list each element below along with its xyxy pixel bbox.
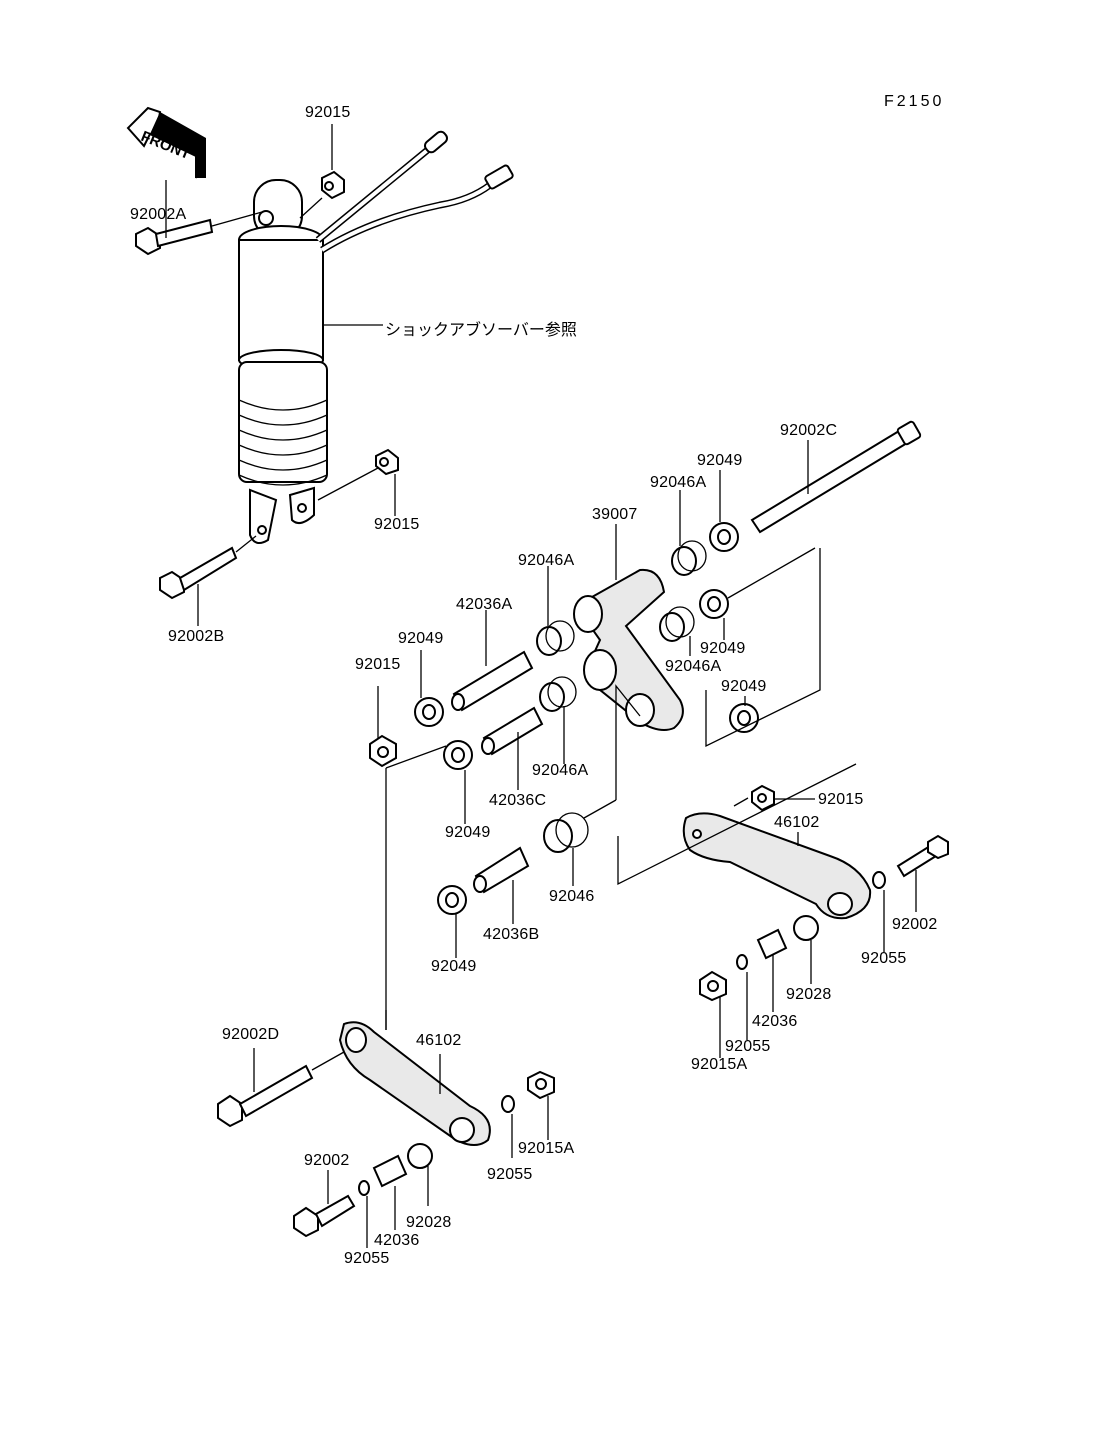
label-92002: 92002 — [304, 1152, 350, 1169]
label-46102: 46102 — [416, 1032, 462, 1049]
tie-rod-46102-upper — [682, 784, 949, 1058]
label-42036: 42036 — [374, 1232, 420, 1249]
label-92028: 92028 — [406, 1214, 452, 1231]
leader-lines — [385, 548, 857, 1030]
label-92055: 92055 — [861, 950, 907, 967]
label-92015: 92015 — [374, 516, 420, 533]
label-92049: 92049 — [431, 958, 477, 975]
collars — [451, 610, 544, 924]
label-92002C: 92002C — [780, 422, 838, 439]
label-92015: 92015 — [818, 791, 864, 808]
label-92046A: 92046A — [518, 552, 575, 569]
nut-92015-top — [299, 124, 345, 219]
figure-id: F2150 — [884, 93, 945, 110]
label-92015A: 92015A — [691, 1056, 748, 1073]
label-92002: 92002 — [892, 916, 938, 933]
label-92049: 92049 — [721, 678, 767, 695]
nut-92015-mid — [317, 448, 399, 516]
seals — [414, 470, 816, 958]
label-42036A: 42036A — [456, 596, 513, 613]
shock-absorber — [238, 130, 514, 545]
label-42036B: 42036B — [483, 926, 540, 943]
label-92055: 92055 — [487, 1166, 533, 1183]
label-92046A: 92046A — [532, 762, 589, 779]
tie-rod-46102-lower — [217, 1010, 555, 1248]
label-42036: 42036 — [752, 1013, 798, 1030]
label-92046A: 92046A — [650, 474, 707, 491]
rocker-arm-39007 — [573, 524, 684, 731]
label-39007: 39007 — [592, 506, 638, 523]
bolt-92002A — [135, 180, 263, 256]
label-92002A: 92002A — [130, 206, 187, 223]
label-92049: 92049 — [697, 452, 743, 469]
label-92049: 92049 — [700, 640, 746, 657]
bearings — [536, 490, 707, 886]
bolt-92002C — [750, 420, 922, 534]
shock-absorber-reference-note: ショックアブソーバー参照 — [385, 320, 577, 339]
label-92049: 92049 — [445, 824, 491, 841]
label-92055: 92055 — [344, 1250, 390, 1267]
label-92015: 92015 — [355, 656, 401, 673]
label-92055: 92055 — [725, 1038, 771, 1055]
label-92046: 92046 — [549, 888, 595, 905]
label-92015: 92015 — [305, 104, 351, 121]
label-92046A: 92046A — [665, 658, 722, 675]
label-92002B: 92002B — [168, 628, 225, 645]
label-46102: 46102 — [774, 814, 820, 831]
label-92015A: 92015A — [518, 1140, 575, 1157]
label-92049: 92049 — [398, 630, 444, 647]
front-arrow-icon: FRONT — [126, 106, 206, 179]
label-92002D: 92002D — [222, 1026, 280, 1043]
nut-92015-left — [369, 686, 397, 768]
label-92028: 92028 — [786, 986, 832, 1003]
bolt-92002B — [159, 535, 257, 626]
label-42036C: 42036C — [489, 792, 547, 809]
